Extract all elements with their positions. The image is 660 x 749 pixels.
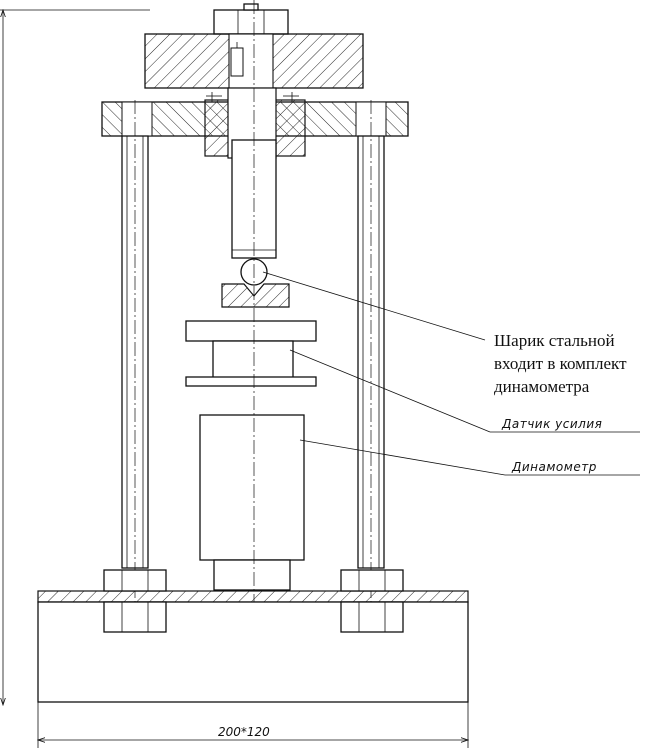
dynamometer-label: Динамометр [511,460,597,474]
top-nut [213,3,289,35]
base-dimension-label: 200*120 [218,725,270,739]
ball-label-line1: Шарик стальной [494,331,615,350]
leader-lines [262,271,640,476]
ball-label-line2: входит в комплект [494,354,627,373]
base-dimension [38,702,468,748]
right-nuts [340,569,404,633]
ball-seat [221,283,290,308]
force-sensor [185,320,317,387]
right-tie-rod [357,100,385,640]
force-sensor-label: Датчик усилия [501,417,602,431]
ball-label-line3: динамометра [494,377,590,396]
left-tie-rod [121,100,149,640]
height-dimension [0,10,150,705]
dynamometer-body [199,414,305,591]
left-nuts [103,569,167,633]
guide-plate [101,87,409,159]
